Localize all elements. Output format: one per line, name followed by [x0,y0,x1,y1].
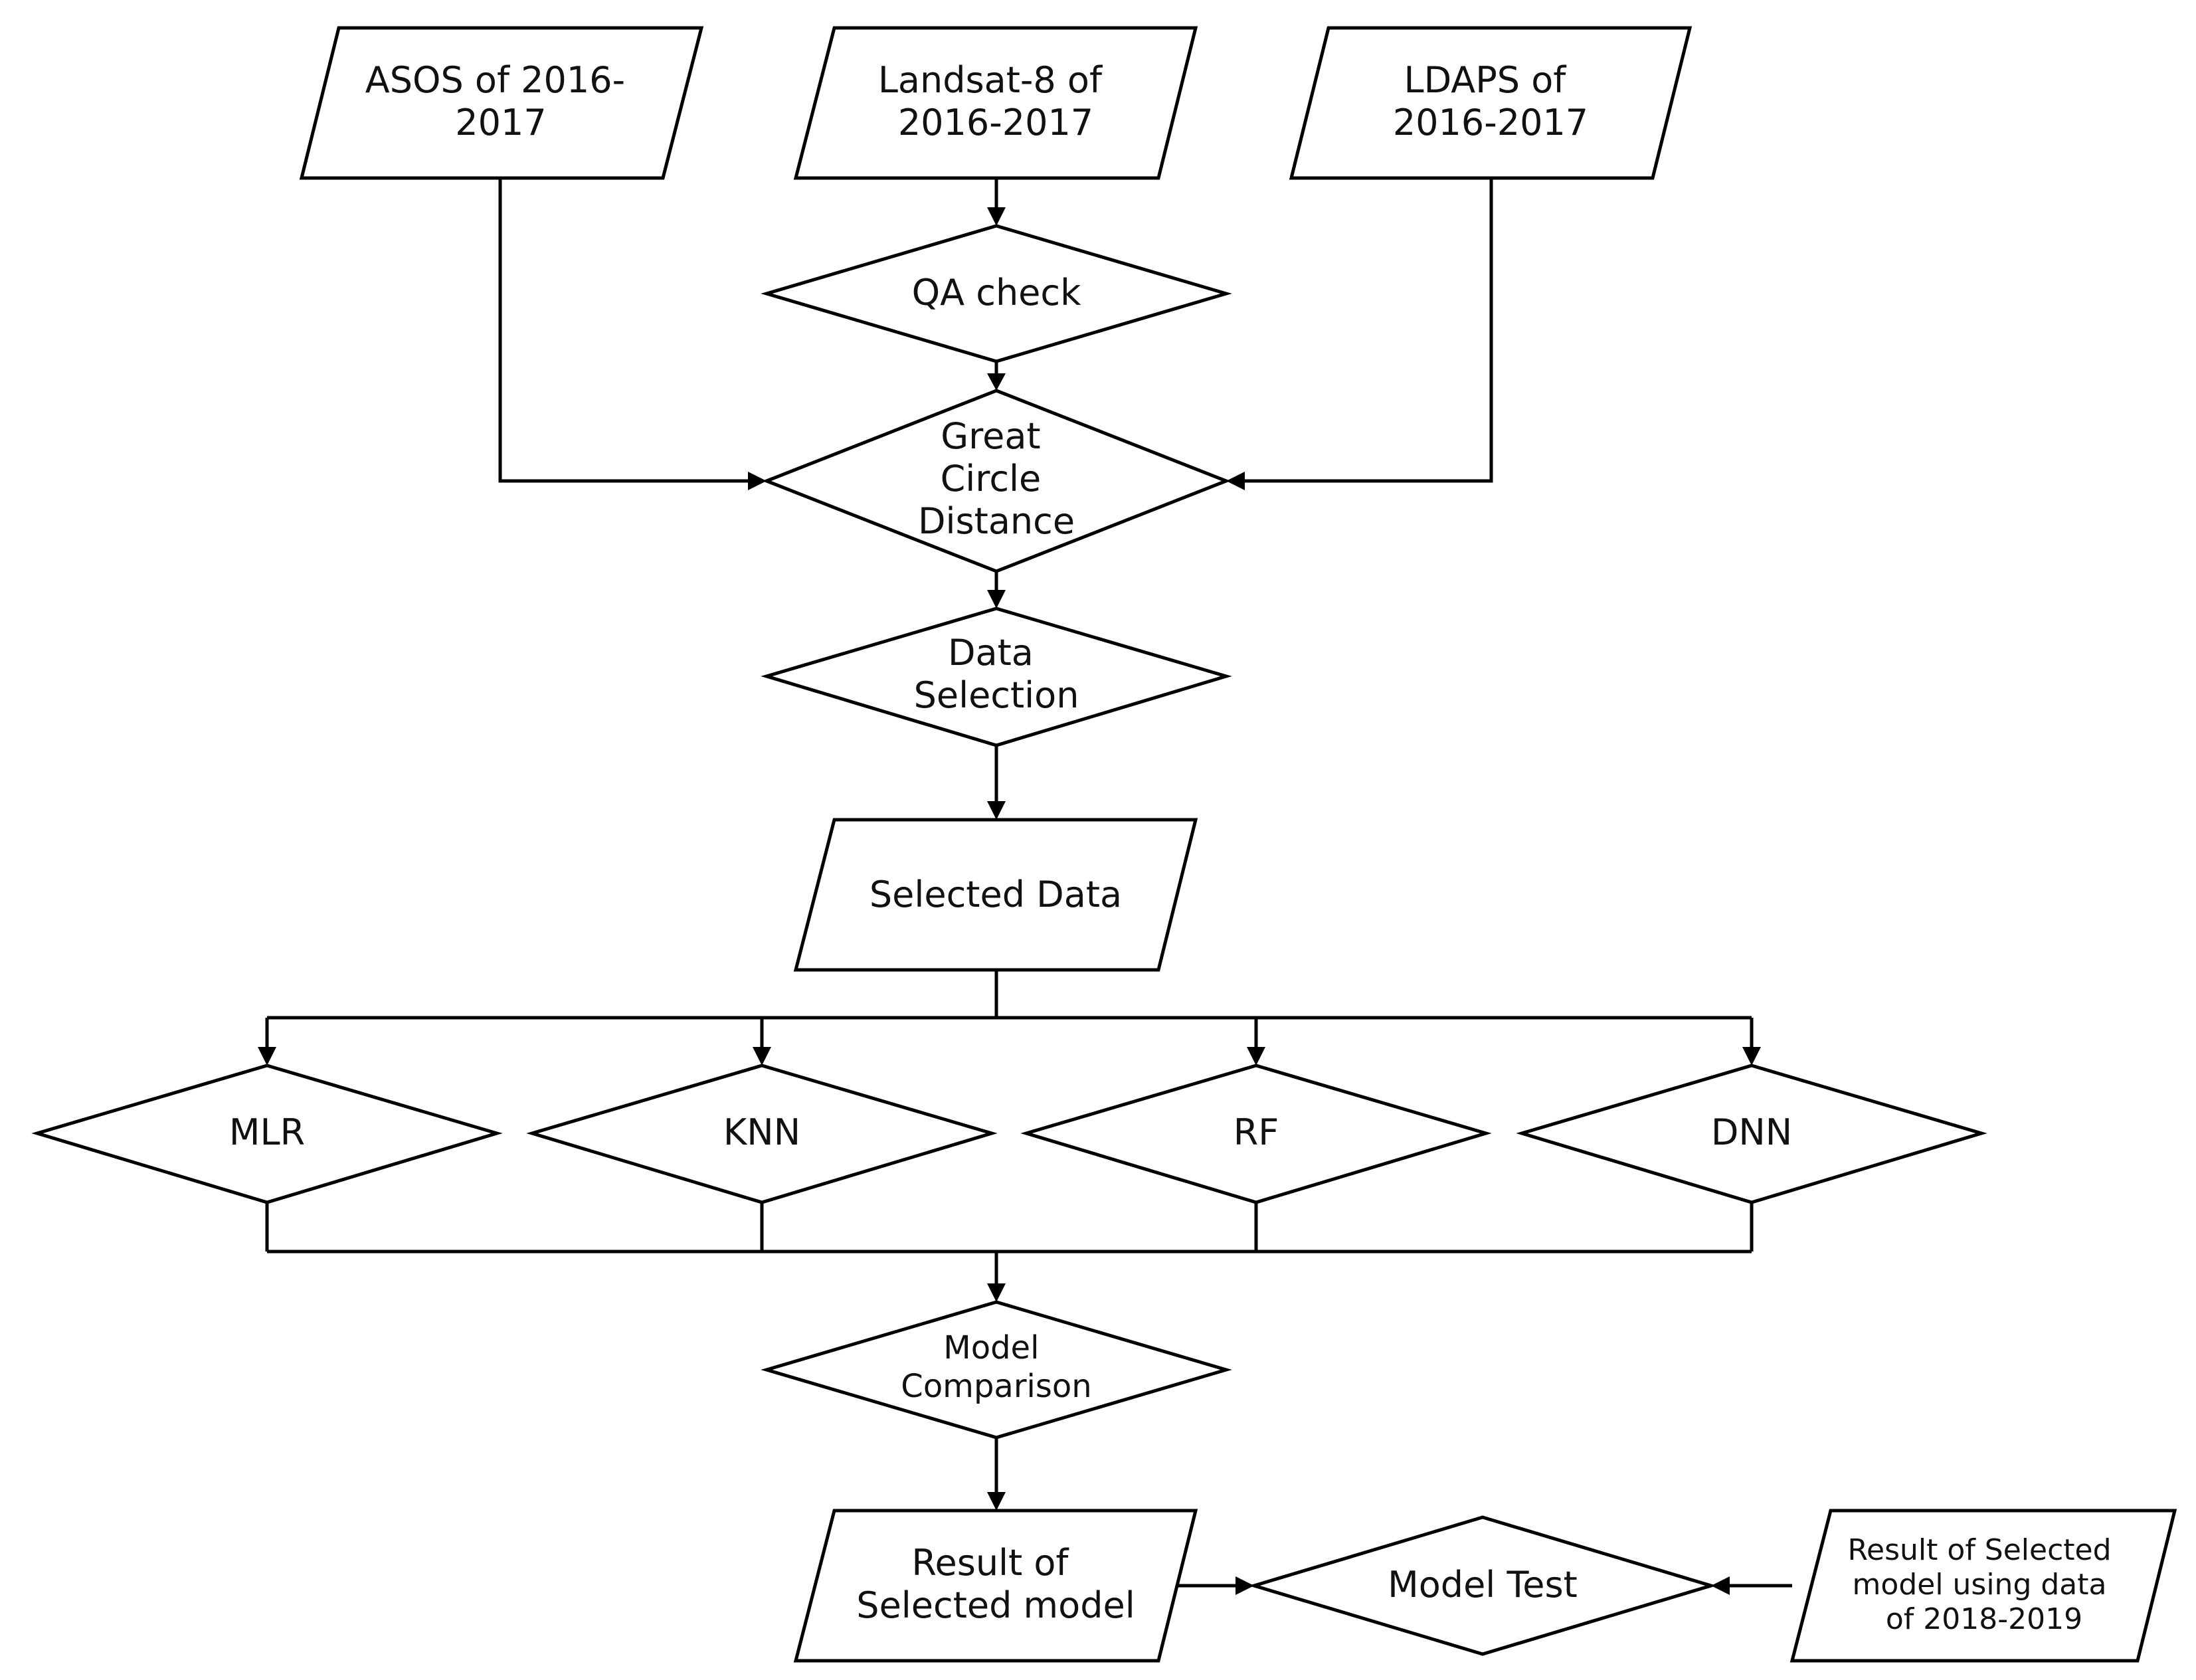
node-mlr: MLR [31,1064,503,1204]
node-dnn-label: DNN [1711,1111,1792,1153]
connectors [258,178,1792,1595]
edge-asos-gcd [498,178,748,483]
model-diamond [1020,1064,1492,1204]
node-great-circle-distance: Great Circle Distance [762,389,1231,573]
node-result-selected-model: Result of Selected model [793,1509,1198,1663]
arrowhead [987,373,1006,391]
node-dnn: DNN [1516,1064,1987,1204]
node-knn-label: KNN [723,1111,800,1153]
arrowhead [748,472,767,490]
input-parallelogram [793,26,1198,180]
node-landsat-label: Landsat-8 of 2016-2017 [878,59,1113,143]
node-asos-label: ASOS of 2016- 2017 [365,59,636,143]
node-ldaps: LDAPS of 2016-2017 [1289,26,1693,180]
data-parallelogram [793,818,1198,972]
node-mlr-label: MLR [229,1111,305,1153]
arrowhead [987,1492,1006,1511]
model-diamond [1516,1064,1987,1204]
decision-diamond [761,224,1232,363]
node-landsat: Landsat-8 of 2016-2017 [793,26,1198,180]
decision-diamond [1248,1515,1717,1656]
node-ldaps-label: LDAPS of 2016-2017 [1393,59,1588,143]
arrowhead [258,1047,276,1066]
node-model-test: Model Test [1248,1515,1717,1656]
model-diamond [526,1064,998,1204]
arrowhead [753,1047,771,1066]
model-diamond [31,1064,503,1204]
node-data-selection: Data Selection [761,607,1232,747]
node-selected-data-label: Selected Data [869,874,1122,915]
decision-diamond [762,389,1231,573]
node-model-test-label: Model Test [1388,1564,1578,1606]
input-parallelogram [1289,26,1693,180]
decision-diamond [761,1300,1232,1440]
input-parallelogram [299,26,704,180]
edge-ldaps-gcd [1245,178,1493,483]
arrowhead [987,801,1006,820]
node-qa-check-label: QA check [912,272,1081,314]
node-gcd-label: Great Circle Distance [918,415,1075,542]
arrowhead [1742,1047,1761,1066]
node-model-comparison: Model Comparison [761,1300,1232,1440]
arrowhead [987,1283,1006,1302]
node-asos: ASOS of 2016- 2017 [299,26,704,180]
arrowhead [1247,1047,1265,1066]
arrowhead [1226,472,1245,490]
node-data-selection-label: Data Selection [914,632,1079,716]
decision-diamond [761,607,1232,747]
input-parallelogram [1789,1509,2177,1663]
arrowhead [1711,1576,1730,1595]
node-qa-check: QA check [761,224,1232,363]
node-knn: KNN [526,1064,998,1204]
output-parallelogram [793,1509,1198,1663]
node-result-test-label: Result of Selected model using data of 2… [1847,1533,2120,1636]
arrowhead [987,590,1006,608]
node-result-test-data: Result of Selected model using data of 2… [1789,1509,2177,1663]
arrowhead [987,207,1006,226]
arrowhead [1235,1576,1254,1595]
node-model-comparison-label: Model Comparison [901,1329,1091,1405]
node-selected-data: Selected Data [793,818,1198,972]
node-result-selected-label: Result of Selected model [856,1542,1135,1626]
node-rf-label: RF [1234,1111,1279,1153]
node-rf: RF [1020,1064,1492,1204]
